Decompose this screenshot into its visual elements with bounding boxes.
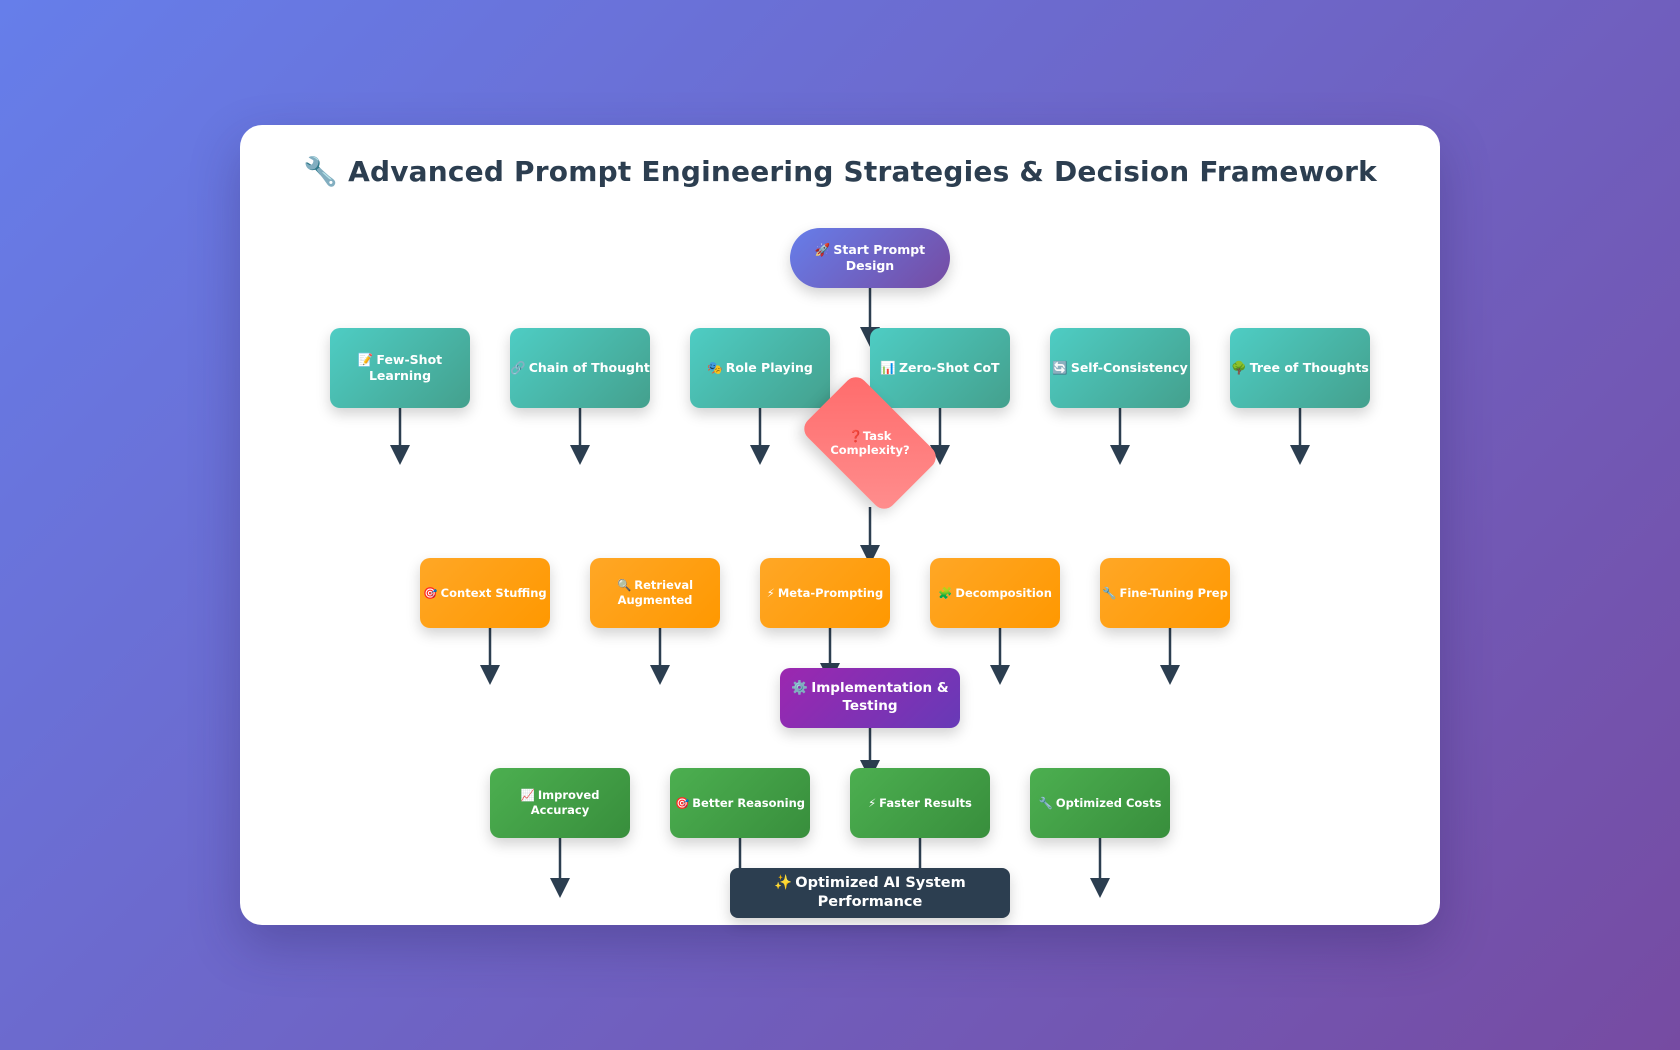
wrench-icon: 🔧 (1102, 585, 1117, 600)
target-icon: 🎯 (674, 795, 690, 810)
outcome-label: Improved Accuracy (530, 788, 600, 817)
trending-up-icon: 📈 (520, 788, 535, 803)
strategy-label: Self-Consistency (1070, 359, 1188, 375)
technique-label: Context Stuffing (440, 585, 547, 600)
strategy-label: Tree of Thoughts (1249, 359, 1369, 375)
magnifier-icon: 🔍 (616, 578, 632, 593)
refresh-icon: 🔄 (1052, 359, 1068, 375)
strategy-node-few-shot[interactable]: 📝Few-Shot Learning (330, 328, 470, 408)
diagram-card: 🔧 Advanced Prompt Engineering Strategies… (240, 125, 1440, 925)
strategy-node-zero-shot-cot[interactable]: 📊Zero-Shot CoT (870, 328, 1010, 408)
strategy-node-chain-of-thought[interactable]: 🔗Chain of Thought (510, 328, 650, 408)
implementation-node[interactable]: ⚙️Implementation & Testing (780, 668, 960, 728)
puzzle-icon: 🧩 (938, 585, 953, 600)
outcome-node-better-reasoning[interactable]: 🎯Better Reasoning (670, 768, 810, 838)
decision-label-wrap: ❓Task Complexity? (810, 403, 930, 483)
target-icon: 🎯 (423, 585, 438, 600)
implementation-label: Implementation & Testing (811, 680, 949, 714)
memo-icon: 📝 (357, 351, 374, 367)
wrench-icon: 🔧 (1038, 795, 1053, 810)
bar-chart-icon: 📊 (880, 359, 896, 375)
technique-label: Meta-Prompting (777, 585, 884, 600)
final-label: Optimized AI System Performance (795, 875, 966, 910)
technique-label: Retrieval Augmented (617, 578, 694, 607)
outcome-node-improved-accuracy[interactable]: 📈Improved Accuracy (490, 768, 630, 838)
strategy-label: Chain of Thought (528, 359, 650, 375)
outcome-node-optimized-costs[interactable]: 🔧Optimized Costs (1030, 768, 1170, 838)
technique-node-decomposition[interactable]: 🧩Decomposition (930, 558, 1060, 628)
gear-icon: ⚙️ (791, 680, 809, 697)
tree-icon: 🌳 (1231, 359, 1247, 375)
final-node[interactable]: ✨Optimized AI System Performance (730, 868, 1010, 918)
outcome-label: Faster Results (879, 795, 972, 810)
technique-node-context-stuffing[interactable]: 🎯Context Stuffing (420, 558, 550, 628)
outcome-node-faster-results[interactable]: ⚡Faster Results (850, 768, 990, 838)
start-node[interactable]: 🚀Start Prompt Design (790, 228, 950, 288)
technique-node-retrieval-augmented[interactable]: 🔍Retrieval Augmented (590, 558, 720, 628)
page-title: 🔧 Advanced Prompt Engineering Strategies… (303, 155, 1377, 188)
strategy-label: Zero-Shot CoT (898, 359, 1000, 375)
decision-label: Task Complexity? (830, 428, 910, 457)
outcome-label: Better Reasoning (692, 795, 806, 810)
start-label: Start Prompt Design (833, 241, 926, 273)
theater-masks-icon: 🎭 (707, 359, 723, 375)
strategy-node-role-playing[interactable]: 🎭Role Playing (690, 328, 830, 408)
rocket-icon: 🚀 (814, 241, 831, 257)
lightning-icon: ⚡ (868, 795, 877, 810)
question-icon: ❓ (848, 428, 863, 443)
technique-node-meta-prompting[interactable]: ⚡Meta-Prompting (760, 558, 890, 628)
connector-layer (390, 288, 1310, 898)
sparkles-icon: ✨ (774, 875, 793, 892)
outcome-label: Optimized Costs (1055, 795, 1162, 810)
technique-label: Fine-Tuning Prep (1119, 585, 1228, 600)
strategy-label: Role Playing (725, 359, 813, 375)
link-icon: 🔗 (510, 359, 526, 375)
strategy-node-tree-of-thoughts[interactable]: 🌳Tree of Thoughts (1230, 328, 1370, 408)
technique-node-fine-tuning-prep[interactable]: 🔧Fine-Tuning Prep (1100, 558, 1230, 628)
lightning-icon: ⚡ (766, 585, 775, 600)
strategy-node-self-consistency[interactable]: 🔄Self-Consistency (1050, 328, 1190, 408)
strategy-label: Few-Shot Learning (368, 351, 443, 383)
technique-label: Decomposition (955, 585, 1052, 600)
